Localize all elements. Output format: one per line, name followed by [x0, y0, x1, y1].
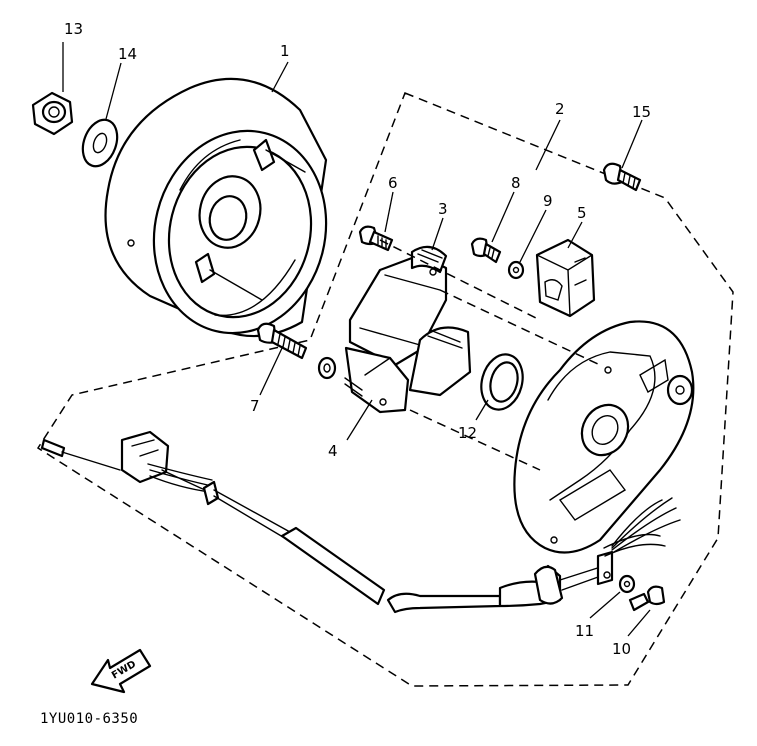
callout-12: 12 [458, 424, 477, 442]
part-8-screw [470, 237, 502, 264]
callout-13: 13 [64, 20, 83, 38]
callout-5: 5 [577, 204, 587, 222]
leader-11 [589, 591, 621, 619]
callout-14: 14 [118, 45, 137, 63]
part-12-oil-seal [480, 353, 524, 411]
part-10-screw [628, 585, 666, 612]
part-14-washer [81, 118, 119, 168]
wire-harness [40, 430, 681, 614]
drawing-code: 1YU010-6350 [40, 711, 138, 727]
leader-10 [627, 609, 651, 637]
part-7-screw [256, 322, 308, 360]
alignment-line [409, 409, 541, 471]
leader-4 [346, 399, 373, 441]
leader-14 [105, 62, 122, 120]
callout-1: 1 [280, 42, 290, 60]
part-15-screw [602, 162, 642, 192]
stator-base-plate [513, 320, 695, 554]
small-washer [317, 356, 337, 380]
callout-9: 9 [543, 192, 553, 210]
leader-6 [384, 191, 394, 233]
part-5-rectifier [535, 238, 596, 318]
leader-2 [535, 119, 561, 171]
callout-6: 6 [388, 174, 398, 192]
leader-7 [259, 345, 284, 396]
part-4-coil [344, 326, 472, 414]
assembly-boundary [36, 92, 734, 687]
leader-12 [475, 399, 489, 421]
part-9-washer [507, 260, 525, 280]
callout-4: 4 [328, 442, 338, 460]
leader-9 [519, 209, 547, 263]
leader-8 [491, 191, 515, 243]
callout-11: 11 [575, 622, 594, 640]
callout-3: 3 [438, 200, 448, 218]
callout-10: 10 [612, 640, 631, 658]
leader-5 [567, 221, 583, 249]
leader-1 [271, 61, 289, 93]
callout-8: 8 [511, 174, 521, 192]
fwd-arrow-icon: FWD [90, 648, 152, 694]
callout-2: 2 [555, 100, 565, 118]
callout-15: 15 [632, 103, 651, 121]
leader-3 [431, 217, 444, 251]
callout-7: 7 [250, 397, 260, 415]
part-6-screw [358, 225, 394, 252]
part-11-washer [618, 574, 636, 594]
part-13-nut [31, 91, 74, 136]
leader-15 [621, 119, 643, 169]
part-1-flywheel-rotor [104, 77, 328, 338]
